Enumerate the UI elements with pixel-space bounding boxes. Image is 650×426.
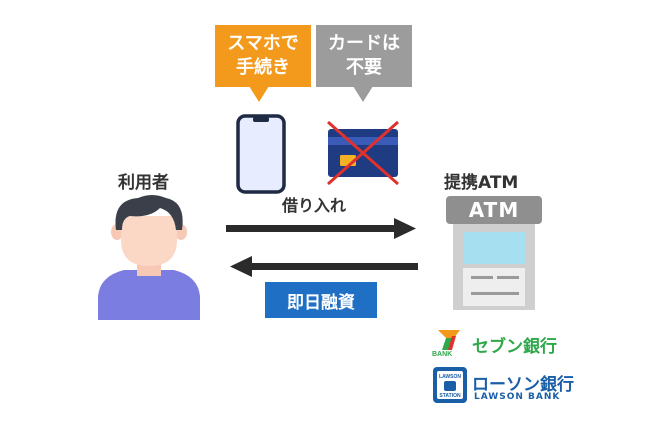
lawson-bank-subname: LAWSON BANK [474, 392, 561, 402]
borrow-arrow [226, 218, 416, 239]
seven-bank-badge-text: BANK [432, 351, 452, 358]
atm-card-slot [471, 276, 493, 279]
atm-screen [463, 232, 525, 264]
credit-card-crossed-icon [327, 120, 399, 186]
card-bubble-line2: 不要 [346, 57, 382, 78]
user-icon [98, 195, 200, 320]
atm-sign: ATM [446, 196, 542, 224]
user-label: 利用者 [118, 173, 169, 193]
smartphone-bubble: スマホで 手続き [215, 25, 311, 87]
instant-loan-badge: 即日融資 [265, 282, 377, 318]
atm-panel [463, 268, 525, 306]
lawson-badge-bottom-text: STATION [439, 393, 461, 399]
lawson-bank-name: ローソン銀行 [472, 375, 574, 395]
smartphone-bubble-line2: 手続き [236, 57, 290, 78]
instant-loan-label: 即日融資 [287, 292, 355, 313]
borrow-label: 借り入れ [282, 196, 347, 215]
lawson-badge-top-text: LAWSON [439, 374, 461, 380]
lawson-bank-logo-icon: LAWSON STATION [433, 367, 467, 403]
smartphone-icon [236, 114, 286, 194]
seven-bank-name: セブン銀行 [472, 337, 557, 357]
smartphone-bubble-tail [249, 86, 269, 102]
card-bubble-tail [353, 86, 373, 102]
atm-cash-slot [497, 276, 519, 279]
atm-tray [471, 292, 519, 295]
smartphone-bubble-line1: スマホで [227, 33, 299, 54]
seven-bank-logo-icon: BANK [432, 328, 468, 358]
atm-body [453, 224, 535, 310]
card-bubble: カードは 不要 [316, 25, 412, 87]
partner-atm-label: 提携ATM [444, 173, 519, 193]
atm-sign-text: ATM [468, 198, 520, 222]
card-bubble-line1: カードは [328, 33, 400, 54]
instant-loan-arrow [230, 256, 418, 277]
atm-machine: ATM [446, 196, 542, 312]
